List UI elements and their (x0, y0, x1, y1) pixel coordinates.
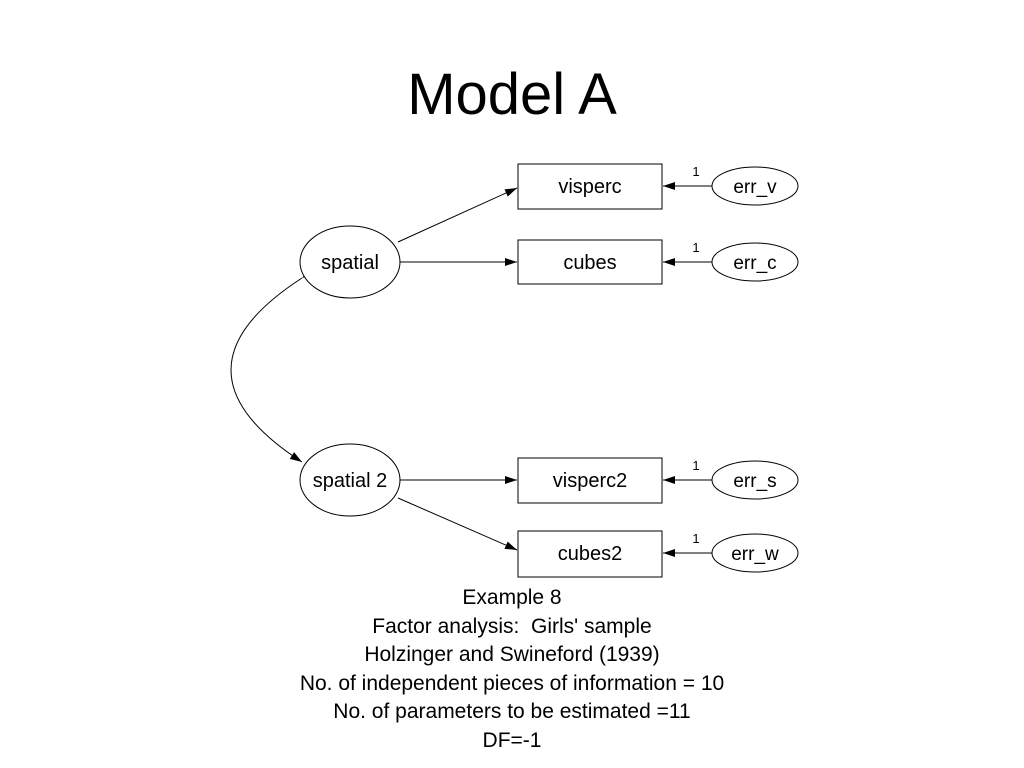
caption-example: Example 8 (462, 586, 562, 609)
loading-arrow-visperc (397, 187, 518, 243)
observed-visperc-label: visperc (558, 176, 621, 198)
weight-err_w: 1 (692, 531, 699, 546)
covariance-arrow (230, 268, 315, 463)
weight-err_s: 1 (692, 458, 699, 473)
observed-cubes-label: cubes (563, 252, 616, 274)
caption-param-count: No. of parameters to be estimated =11 (333, 700, 691, 723)
latent-spatial-label: spatial (321, 252, 379, 274)
observed-visperc2: visperc2 (517, 457, 663, 504)
observed-cubes2-label: cubes2 (558, 543, 623, 565)
error-err_w: err_w (711, 533, 799, 573)
latent-spatial2-label: spatial 2 (313, 470, 388, 492)
caption-analysis: Factor analysis: Girls' sample (372, 614, 652, 638)
error-err_v-label: err_v (733, 177, 777, 198)
observed-visperc2-label: visperc2 (553, 470, 627, 492)
error-err_c-label: err_c (733, 253, 776, 274)
diagram-caption: Example 8 Factor analysis: Girls' sample… (0, 584, 1024, 755)
latent-spatial2: spatial 2 (299, 443, 401, 517)
loading-arrow-cubes2 (397, 497, 518, 551)
error-err_w-label: err_w (731, 544, 779, 565)
weight-err_v: 1 (692, 164, 699, 179)
observed-cubes2: cubes2 (517, 530, 663, 578)
observed-cubes: cubes (517, 239, 663, 285)
caption-info-count: No. of independent pieces of information… (299, 671, 725, 695)
latent-spatial: spatial (299, 225, 401, 299)
slide-title: Model A (407, 62, 617, 127)
caption-source: Holzinger and Swineford (1939) (364, 643, 660, 666)
error-err_s: err_s (711, 460, 799, 500)
observed-visperc: visperc (517, 163, 663, 210)
error-err_v: err_v (711, 166, 799, 206)
error-err_c: err_c (711, 242, 799, 282)
error-err_s-label: err_s (733, 471, 776, 492)
caption-df: DF=-1 (482, 728, 542, 752)
weight-err_c: 1 (692, 240, 699, 255)
